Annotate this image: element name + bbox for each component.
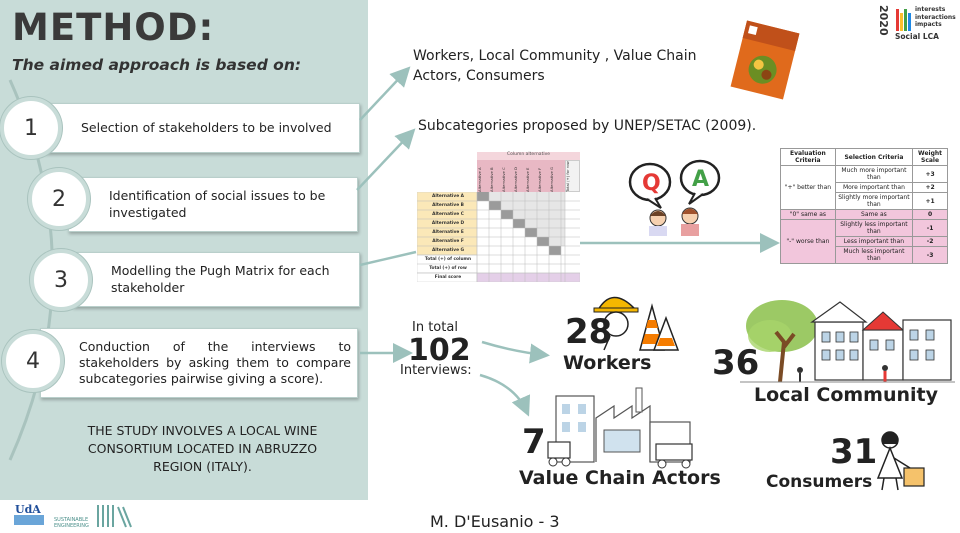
value-chain-factory-icon (547, 387, 693, 469)
workers-count: 28 (565, 312, 613, 352)
step-3-box: Modelling the Pugh Matrix for each stake… (72, 252, 360, 307)
interviews-prefix: In total (412, 320, 458, 335)
logo-line-2: interactions (915, 13, 956, 21)
value-chain-label: Value Chain Actors (519, 467, 721, 489)
page-subtitle: The aimed approach is based on: (12, 56, 302, 74)
svg-text:Q: Q (642, 171, 661, 196)
step-4-text: Conduction of the interviews to stakehol… (79, 338, 351, 387)
consumers-label: Consumers (766, 472, 873, 492)
footer-author: M. D'Eusanio - 3 (430, 512, 560, 531)
step-1-number: 1 (24, 115, 38, 141)
evaluation-criteria-table: Evaluation Criteria Selection Criteria W… (780, 148, 948, 264)
pugh-matrix-image: Column alternative (417, 152, 580, 282)
step-3-text: Modelling the Pugh Matrix for each stake… (111, 263, 330, 295)
social-lca-2020-logo: 2020 interests interactions impacts Soci… (877, 5, 956, 41)
sustainable-engineering-logo: SUSTAINABLE ENGINEERING (54, 501, 139, 531)
step-4-number: 4 (26, 348, 40, 374)
stakeholders-text: Workers, Local Community , Value Chain A… (413, 48, 697, 85)
logo-line-1: interests (915, 6, 946, 13)
step-2-text: Identification of social issues to be in… (109, 188, 326, 220)
step-1-text: Selection of stakeholders to be involved (81, 119, 332, 135)
svg-text:UdA: UdA (15, 503, 41, 516)
step-2-number: 2 (52, 186, 66, 212)
interviews-suffix: Interviews: (400, 363, 472, 378)
step-3-circle: 3 (30, 249, 92, 311)
consumers-count: 31 (830, 432, 878, 472)
qa-interview-icon: Q A (628, 159, 721, 236)
step-1-box: Selection of stakeholders to be involved (40, 103, 360, 153)
logo-line-3: impacts (915, 21, 942, 28)
step-4-circle: 4 (2, 330, 64, 392)
step-1-circle: 1 (0, 97, 62, 159)
step-2-box: Identification of social issues to be in… (68, 177, 358, 232)
local-community-count: 36 (712, 343, 760, 383)
interviews-total: 102 (408, 333, 471, 368)
logo-line-4: Social LCA (895, 32, 939, 41)
subcategories-text: Subcategories proposed by UNEP/SETAC (20… (418, 118, 757, 134)
local-community-label: Local Community (754, 384, 938, 406)
step-2-circle: 2 (28, 168, 90, 230)
workers-label: Workers (563, 352, 652, 374)
consumer-shopping-icon (876, 431, 925, 491)
uda-logo: UdA (12, 501, 46, 527)
unep-guidelines-book-icon (730, 20, 800, 100)
study-note: THE STUDY INVOLVES A LOCAL WINE CONSORTI… (87, 423, 318, 475)
svg-text:A: A (692, 167, 709, 192)
value-chain-count: 7 (522, 422, 546, 462)
step-4-box: Conduction of the interviews to stakehol… (40, 328, 358, 398)
page-title: METHOD: (12, 6, 215, 49)
logo-bars-icon (896, 9, 911, 31)
step-3-number: 3 (54, 267, 68, 293)
local-community-town-icon (740, 300, 955, 383)
worker-hardhat-icon (593, 296, 680, 351)
